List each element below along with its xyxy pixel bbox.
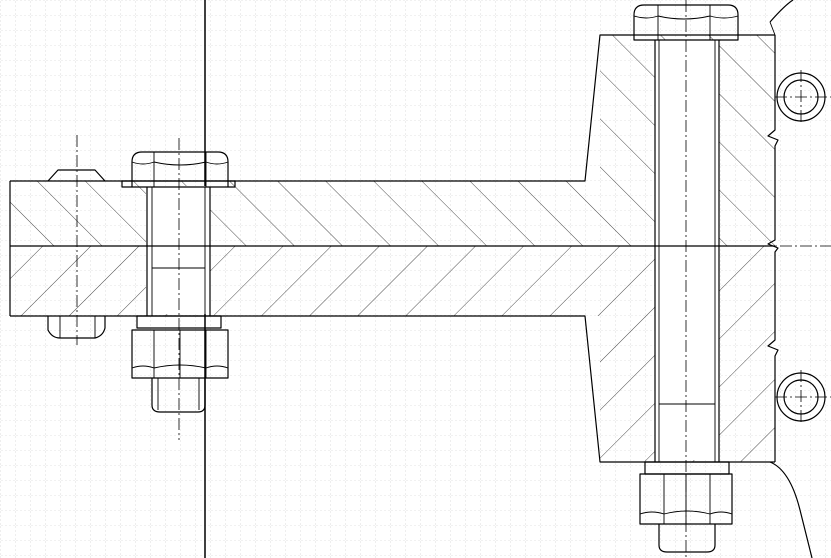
round-hole-lower: [775, 370, 831, 424]
round-hole-upper: [775, 70, 831, 124]
right-bolt: [633, 0, 739, 558]
left-pin: [47, 135, 106, 345]
left-bolt: [121, 138, 236, 440]
curved-flange: [769, 0, 813, 558]
